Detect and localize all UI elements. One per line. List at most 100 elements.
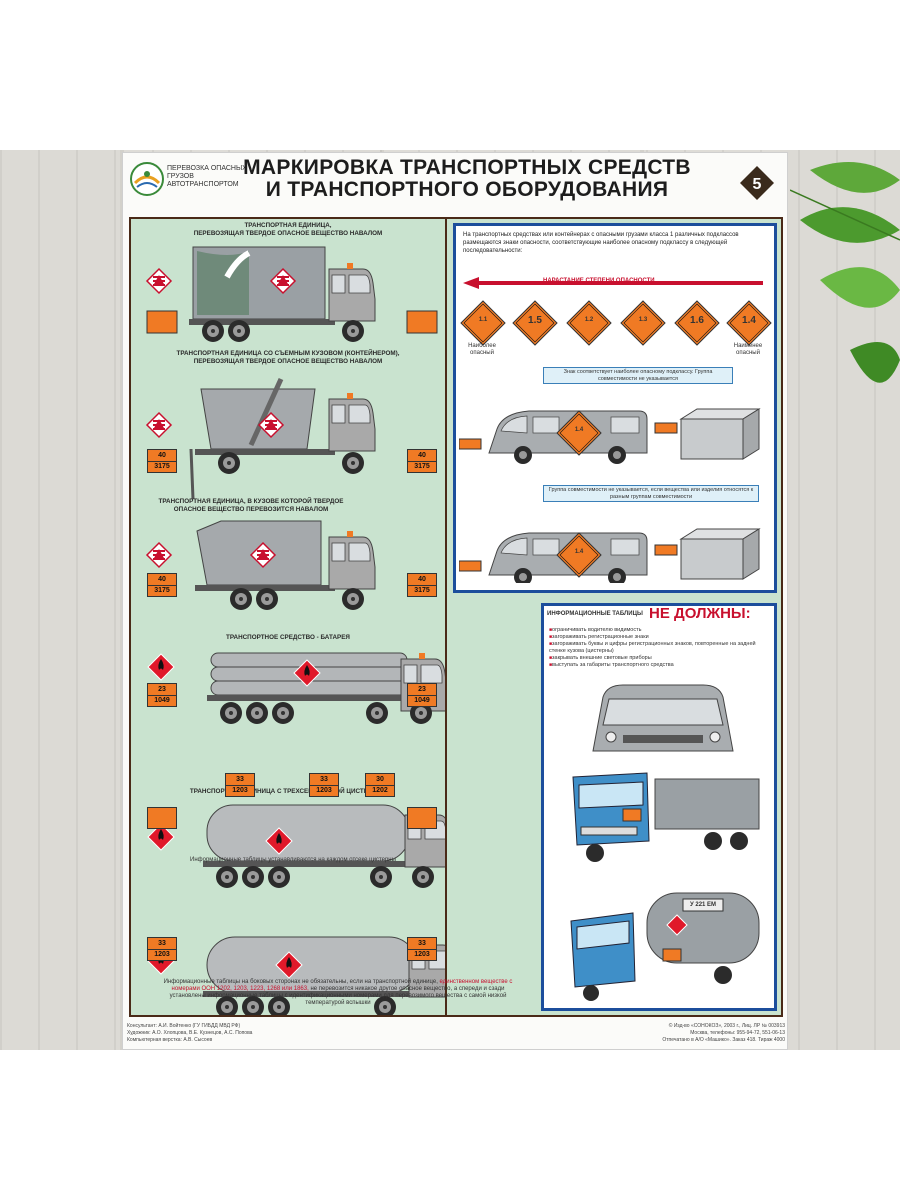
credit-line: © Изд-во «СОНОКОЗ», 2003 г., Лиц. ЛР № 0…	[668, 1023, 785, 1029]
poster-number: 5	[753, 176, 762, 193]
explosives-illustrations	[459, 300, 772, 583]
s5-plate-rear	[407, 807, 437, 829]
credit-line: Консультант: А.И. Войтенко (ГУ ГИБДД МВД…	[127, 1023, 241, 1029]
plate-top-number: 23	[148, 684, 176, 696]
s1-plate-rear	[406, 310, 438, 334]
plate-bottom-number: 1203	[316, 787, 332, 795]
s6-note-part2: не перевозится никакое другое опасное ве…	[169, 986, 507, 1006]
plate-bottom-number: 3175	[154, 463, 170, 471]
plate-bottom-number: 3175	[154, 587, 170, 595]
sign-label-4: 1.3	[638, 317, 648, 323]
plate-top-number: 40	[148, 450, 176, 462]
plate-top-number: 33	[226, 774, 254, 786]
s5-note: Информационные таблицы устанавливаются н…	[190, 857, 396, 863]
plate-top-number: 23	[408, 684, 436, 696]
credit-line: Отпечатано в А/О «Машико». Заказ 418. Ти…	[662, 1037, 785, 1043]
least-dangerous-label: Наименее опасный	[733, 343, 763, 356]
plate-top-number: 33	[408, 938, 436, 950]
credit-line: Компьютерная верстка: А.В. Сысоев	[127, 1037, 213, 1043]
restrictions-list: ограничивать водителю видимость загоражи…	[549, 627, 771, 669]
sign-label-3: 1.2	[584, 317, 594, 323]
s5-title: ТРАНСПОРТНАЯ ЕДИНИЦА С ТРЕХСЕКЦИОННОЙ ЦИ…	[190, 786, 387, 795]
title-line-1: МАРКИРОВКА ТРАНСПОРТНЫХ СРЕДСТВ	[243, 156, 691, 179]
s3-truck	[146, 520, 376, 610]
list-item: ограничивать водителю видимость	[549, 627, 771, 634]
org-logo-icon	[130, 162, 164, 196]
s1-title-line1: ТРАНСПОРТНАЯ ЕДИНИЦА,	[244, 222, 331, 229]
s5-plate-front	[147, 807, 177, 829]
plate-top-number: 30	[366, 774, 394, 786]
sign-label-1: 1.1	[478, 317, 488, 323]
danger-arrow-icon	[463, 277, 763, 289]
plate-top-number: 33	[148, 938, 176, 950]
callout-1: Знак соответствует наиболее опасному под…	[543, 367, 733, 384]
list-item: выступать за габариты транспортного сред…	[549, 662, 771, 669]
plate-bottom-number: 1203	[414, 951, 430, 959]
poster-number-badge: 5	[740, 166, 774, 200]
top-white-margin	[0, 0, 900, 150]
arrow-label: НАРАСТАНИЕ СТЕПЕНИ ОПАСНОСТИ	[543, 278, 655, 284]
most-dangerous-label: Наиболее опасный	[468, 343, 496, 356]
s2-title-line2: ПЕРЕВОЗЯЩАЯ ТВЕРДОЕ ОПАСНОЕ ВЕЩЕСТВО НАВ…	[194, 358, 383, 365]
s1-truck	[146, 246, 376, 342]
bottom-white-margin	[0, 1050, 900, 1200]
s4-title: ТРАНСПОРТНОЕ СРЕДСТВО - БАТАРЕЯ	[226, 634, 350, 641]
callout-2: Группа совместимости не указывается, есл…	[543, 485, 759, 502]
credit-line: Художник: А.О. Хлопцова, В.Е. Кузнецов, …	[127, 1030, 253, 1036]
restrictions-heading-red: НЕ ДОЛЖНЫ:	[649, 605, 751, 622]
sign-label-6: 1.4	[742, 315, 756, 326]
leaves-decoration	[790, 162, 900, 383]
plate-bottom-number: 3175	[414, 463, 430, 471]
title-line-2: И ТРАНСПОРТНОГО ОБОРУДОВАНИЯ	[265, 178, 669, 201]
poster-title: МАРКИРОВКА ТРАНСПОРТНЫХ СРЕДСТВ И ТРАНСП…	[219, 157, 715, 201]
left-panel	[129, 217, 447, 1017]
credit-line: Москва, телефоны: 955-94-72, 551-06-13	[690, 1030, 785, 1036]
plate-bottom-number: 1203	[232, 787, 248, 795]
sign-label-2: 1.5	[528, 315, 542, 326]
plate-top-number: 33	[310, 774, 338, 786]
s6-note-part1: Информационные таблицы на боковых сторон…	[163, 979, 438, 985]
explosives-intro: На транспортных средствах или контейнера…	[463, 232, 739, 254]
s6-truck	[147, 936, 445, 1015]
vehicle-drawings: ТРАНСПОРТНАЯ ЕДИНИЦА, ПЕРЕВОЗЯЩАЯ ТВЕРДО…	[146, 222, 445, 1015]
plate-top-number: 40	[408, 574, 436, 586]
sign-label-5: 1.6	[690, 315, 704, 326]
plate-bottom-number: 1049	[154, 697, 170, 705]
s1-title-line2: ПЕРЕВОЗЯЩАЯ ТВЕРДОЕ ОПАСНОЕ ВЕЩЕСТВО НАВ…	[194, 230, 383, 237]
van1-sign-label: 1.4	[574, 427, 584, 433]
s4-truck	[147, 652, 445, 724]
van2-sign-label: 1.4	[574, 549, 584, 555]
front-tanker	[570, 892, 760, 1001]
safety-poster: ПЕРЕВОЗКА ОПАСНЫХ ГРУЗОВ АВТОТРАНСПОРТОМ…	[122, 152, 788, 1050]
restrictions-illustrations	[570, 684, 760, 1001]
list-item: загораживать буквы и цифры регистрационн…	[549, 641, 771, 655]
list-item: загораживать регистрационные знаки	[549, 634, 771, 641]
s6-note: Информационные таблицы на боковых сторон…	[153, 979, 523, 1007]
plate-bottom-number: 1049	[414, 697, 430, 705]
plate-top-number: 40	[148, 574, 176, 586]
front-van	[592, 684, 734, 752]
plate-top-number: 40	[408, 450, 436, 462]
list-item: закрывать внешние световые приборы	[549, 655, 771, 662]
van-1	[459, 408, 760, 465]
plate-bottom-number: 3175	[414, 587, 430, 595]
s1-plate-front	[146, 310, 178, 334]
hazard-signs-row	[460, 300, 772, 346]
front-truck	[572, 772, 760, 862]
s3-title-line2: ОПАСНОЕ ВЕЩЕСТВО ПЕРЕВОЗИТСЯ НАВАЛОМ	[174, 506, 328, 513]
van-2	[459, 528, 760, 583]
restrictions-heading: ИНФОРМАЦИОННЫЕ ТАБЛИЦЫ	[547, 611, 643, 617]
s6-note-red: единственном веществе с номерами ООН 120…	[171, 979, 513, 992]
credits-left: Консультант: А.И. Войтенко (ГУ ГИБДД МВД…	[127, 1023, 427, 1044]
s2-title-line1: ТРАНСПОРТНАЯ ЕДИНИЦА СО СЪЕМНЫМ КУЗОВОМ …	[177, 348, 400, 357]
credits-right: © Изд-во «СОНОКОЗ», 2003 г., Лиц. ЛР № 0…	[553, 1023, 785, 1044]
